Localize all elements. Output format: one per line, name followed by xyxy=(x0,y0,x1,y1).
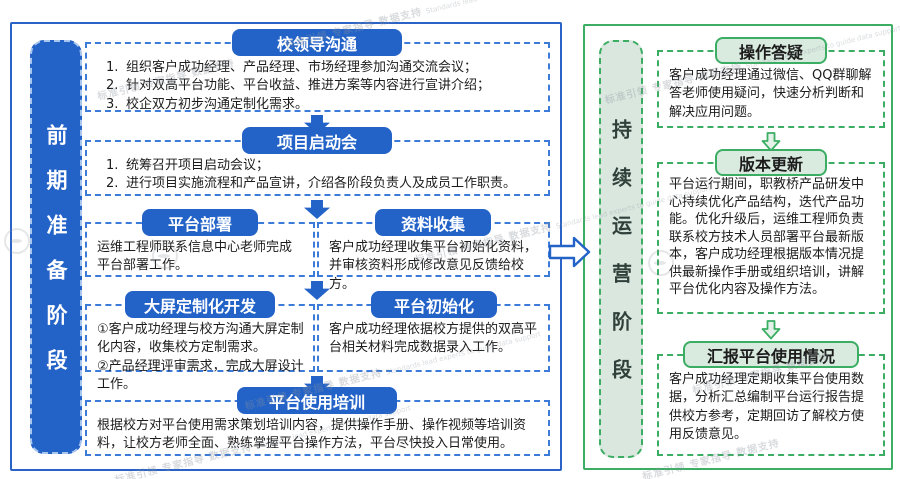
list-item: 1.组织客户成功经理、产品经理、市场经理参加沟通交流会议； xyxy=(106,60,478,75)
down-arrow-outline-icon xyxy=(761,132,781,156)
process-box-big-screen-customization: ①客户成功经理与校方沟通大屏定制化内容，收集校方定制需求。 ②产品经理评审需求，… xyxy=(85,304,315,392)
box-body: 客户成功经理收集平台初始化资料，并审核资料形成修改意见反馈给校方。 xyxy=(329,240,538,292)
down-arrow-icon xyxy=(304,200,330,219)
box-body: 客户成功经理依据校方提供的双高平台相关材料完成数据录入工作。 xyxy=(329,322,538,356)
phase-label-bar-preparation: 前期准备阶段 xyxy=(30,40,82,454)
box-body: 客户成功经理定期收集平台使用数据，分析汇总编制平台运行报告提供校方参考，定期回访… xyxy=(669,372,865,443)
step-pill-platform-deployment: 平台部署 xyxy=(142,209,258,236)
box-body: 运维工程师联系信息中心老师完成平台部署工作。 xyxy=(97,240,293,274)
step-pill-usage-report: 汇报平台使用情况 xyxy=(683,341,859,368)
phase-label-bar-operation: 持续运营阶段 xyxy=(599,40,643,458)
step-pill-platform-training: 平台使用培训 xyxy=(237,387,397,414)
list-item: 1.统筹召开项目启动会议； xyxy=(106,158,270,173)
list-item: ②产品经理评审需求，完成大屏设计工作。 xyxy=(97,358,304,393)
list-item: 2.针对双高平台功能、平台收益、推进方案等内容进行宣讲介绍； xyxy=(106,78,491,94)
step-pill-operation-qa: 操作答疑 xyxy=(715,37,827,64)
step-pill-version-update: 版本更新 xyxy=(715,149,827,176)
step-pill-project-kickoff: 项目启动会 xyxy=(242,127,392,154)
process-box-version-update: 平台运行期间，职教桥产品研发中心持续优化产品结构，迭代产品功能。优化升级后，运维… xyxy=(657,162,885,314)
preparation-phase-panel: 前期准备阶段 校领导沟通 1.组织客户成功经理、产品经理、市场经理参加沟通交流会… xyxy=(10,22,562,471)
box-body: 客户成功经理通过微信、QQ群聊解答老师使用疑问，快速分析判断和解决应用问题。 xyxy=(669,68,872,120)
down-arrow-outline-icon xyxy=(761,320,781,344)
down-arrow-icon xyxy=(304,281,330,300)
list-item: 2.进行项目实施流程和产品宣讲，介绍各阶段负责人及成员工作职责。 xyxy=(106,176,517,192)
list-item: ①客户成功经理与校方沟通大屏定制化内容，收集校方定制需求。 xyxy=(97,322,304,356)
step-pill-material-collection: 资料收集 xyxy=(375,209,491,236)
phase-label: 持续运营阶段 xyxy=(608,119,633,407)
step-pill-platform-initialization: 平台初始化 xyxy=(371,291,497,318)
phase-label: 前期准备阶段 xyxy=(44,124,68,394)
step-pill-school-leader-communication: 校领导沟通 xyxy=(232,29,402,56)
box-body: 根据校方对平台使用需求策划培训内容，提供操作手册、操作视频等培训资料，让校方老师… xyxy=(97,418,527,452)
phase-connector-arrow-icon xyxy=(548,235,592,273)
process-box-usage-report: 客户成功经理定期收集平台使用数据，分析汇总编制平台运行报告提供校方参考，定期回访… xyxy=(657,354,885,456)
operation-phase-panel: 持续运营阶段 操作答疑 客户成功经理通过微信、QQ群聊解答老师使用疑问，快速分析… xyxy=(583,24,893,470)
step-pill-big-screen-customization: 大屏定制化开发 xyxy=(125,291,275,318)
list-item: 3.校企双方初步沟通定制化需求。 xyxy=(106,96,309,112)
box-body: 平台运行期间，职教桥产品研发中心持续优化产品结构，迭代产品功能。优化升级后，运维… xyxy=(669,177,865,298)
